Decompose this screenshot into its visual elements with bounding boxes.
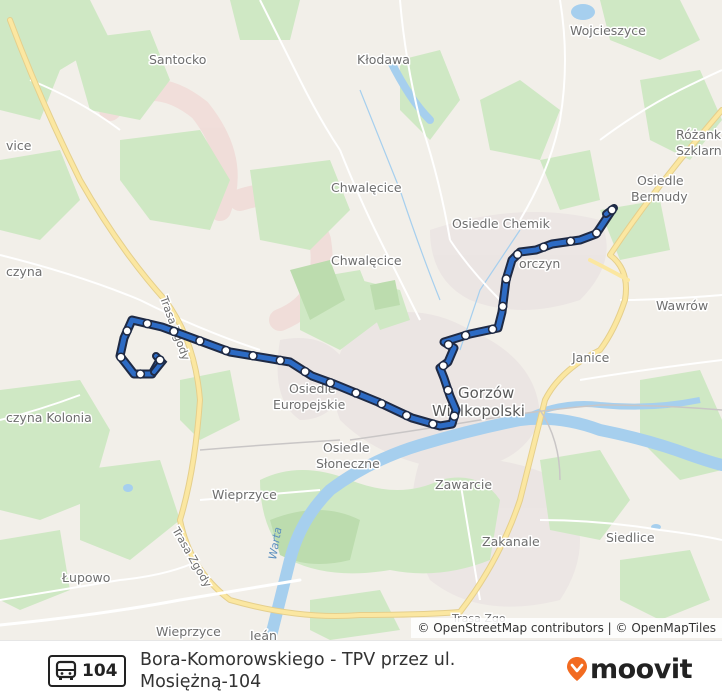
place-label: Osiedle	[637, 173, 684, 188]
place-label: Siedlice	[606, 530, 655, 545]
place-label: Bermudy	[631, 189, 688, 204]
bus-stop-marker[interactable]	[428, 419, 438, 429]
place-label: Osiedle Chemik	[452, 216, 551, 231]
bus-stop-marker[interactable]	[300, 366, 310, 377]
route-number: 104	[82, 661, 118, 681]
green-areas	[0, 0, 722, 640]
place-label: Łupowo	[61, 570, 110, 585]
route-map[interactable]: Wojcieszyce Santocko Kłodawa vice Różank…	[0, 0, 722, 640]
bus-stop-marker[interactable]	[248, 351, 258, 361]
bus-stops	[116, 205, 617, 429]
bus-stop-marker[interactable]	[449, 411, 460, 421]
place-label: Słoneczne	[316, 456, 380, 471]
place-label: Wielkopolski	[432, 402, 525, 420]
bus-stop-marker[interactable]	[221, 345, 231, 356]
bus-stop-marker[interactable]	[122, 326, 132, 336]
bus-stop-marker[interactable]	[195, 336, 205, 346]
bus-stop-marker[interactable]	[325, 377, 336, 388]
bus-stop-marker[interactable]	[135, 369, 146, 379]
bus-stop-marker[interactable]	[591, 228, 602, 238]
place-label: Europejskie	[273, 397, 346, 412]
minor-roads	[0, 0, 722, 601]
bus-stop-marker[interactable]	[376, 398, 387, 409]
place-label: Jeán	[249, 628, 277, 640]
place-label: Różank	[676, 127, 722, 142]
water-label: Warta	[266, 526, 285, 561]
place-label: Zawarcie	[435, 477, 492, 492]
place-label: Zakanale	[482, 534, 540, 549]
bus-stop-marker[interactable]	[512, 249, 523, 260]
bus-stop-marker[interactable]	[351, 388, 361, 398]
bus-stop-marker[interactable]	[169, 326, 179, 337]
route-footer: 104 Bora-Komorowskiego - TPV przez ul. M…	[0, 640, 722, 699]
bus-stop-marker[interactable]	[443, 385, 453, 395]
place-label: Wojcieszyce	[570, 23, 646, 38]
bus-stop-marker[interactable]	[438, 360, 449, 371]
place-label: Kłodawa	[357, 52, 410, 67]
bus-stop-marker[interactable]	[155, 355, 165, 365]
bus-stop-marker[interactable]	[116, 352, 126, 362]
route-title: Bora-Komorowskiego - TPV przez ul. Mosię…	[140, 650, 456, 692]
bus-stop-marker[interactable]	[538, 242, 549, 252]
bus-stop-marker[interactable]	[487, 324, 498, 334]
place-labels: Wojcieszyce Santocko Kłodawa vice Różank…	[5, 22, 722, 641]
brand-name: moovit	[590, 653, 693, 685]
place-label: vice	[6, 138, 32, 153]
place-label: czyna	[6, 264, 42, 279]
bus-icon	[55, 660, 77, 680]
brand-logo[interactable]: moovit	[566, 653, 693, 685]
bus-stop-marker[interactable]	[275, 355, 286, 366]
place-label: Chwalęcice	[331, 253, 402, 268]
map-attribution[interactable]: © OpenStreetMap contributors | © OpenMap…	[411, 618, 722, 638]
place-label: Szklarn	[676, 143, 722, 158]
place-label: Wawrów	[656, 298, 708, 313]
place-label: Wieprzyce	[212, 487, 277, 502]
place-label: Chwalęcice	[331, 180, 402, 195]
bus-stop-marker[interactable]	[142, 318, 153, 329]
moovit-pin-icon	[567, 657, 587, 681]
place-label: Janice	[571, 350, 610, 365]
place-label: Santocko	[149, 52, 206, 67]
place-label: Gorzów	[458, 384, 514, 402]
bus-stop-marker[interactable]	[497, 301, 508, 312]
place-label: Wieprzyce	[156, 624, 221, 639]
place-label: Osiedle	[323, 440, 370, 455]
bus-stop-marker[interactable]	[443, 339, 454, 350]
bus-stop-marker[interactable]	[501, 274, 512, 284]
bus-stop-marker[interactable]	[565, 236, 576, 247]
bus-stop-marker[interactable]	[401, 410, 412, 421]
route-badge: 104	[48, 655, 126, 687]
place-label: czyna Kolonia	[6, 410, 92, 425]
railways	[199, 404, 722, 481]
place-label: orczyn	[519, 256, 560, 271]
major-roads	[0, 17, 722, 627]
bus-stop-marker[interactable]	[460, 330, 471, 341]
bus-stop-marker[interactable]	[607, 205, 617, 215]
